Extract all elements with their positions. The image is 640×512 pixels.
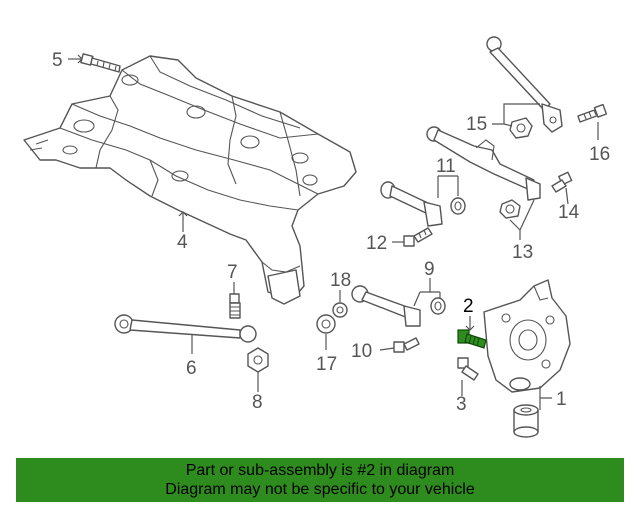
part-11-toe-link-drawing (426, 126, 541, 219)
callout-11[interactable]: 11 (436, 156, 456, 177)
part-3-bolt-drawing (457, 357, 479, 381)
callout-12[interactable]: 12 (366, 233, 387, 254)
callout-18[interactable]: 18 (330, 270, 351, 291)
part-5-bolt-drawing (80, 53, 121, 73)
callout-8[interactable]: 8 (252, 392, 263, 413)
callout-7[interactable]: 7 (227, 262, 238, 283)
part-6-trailing-link-drawing (114, 314, 257, 343)
callout-5[interactable]: 5 (52, 50, 63, 71)
part-8-nut-drawing (247, 347, 269, 373)
part-12-bolt-drawing (403, 227, 433, 247)
rear-knuckle-drawing (483, 279, 571, 393)
part-1-bushing-drawing (513, 404, 539, 438)
rear-subframe-drawing (23, 55, 357, 305)
leader-lines (68, 54, 599, 410)
part-2-bolt-highlighted[interactable] (457, 329, 487, 349)
callout-16[interactable]: 16 (589, 144, 610, 165)
callout-4[interactable]: 4 (177, 232, 188, 253)
callout-17[interactable]: 17 (316, 354, 337, 375)
part-18-washer-drawing (332, 302, 348, 318)
callout-6[interactable]: 6 (186, 358, 197, 379)
part-info-banner: Part or sub-assembly is #2 in diagram Di… (16, 458, 624, 502)
callout-14[interactable]: 14 (558, 202, 580, 223)
callout-10[interactable]: 10 (351, 341, 372, 362)
callout-13[interactable]: 13 (512, 242, 533, 263)
callout-3[interactable]: 3 (456, 394, 467, 415)
callout-1[interactable]: 1 (556, 389, 567, 410)
part-10-bolt-drawing (393, 337, 420, 353)
part-14-bolt-drawing (551, 171, 573, 193)
part-7-bolt-drawing (229, 293, 241, 319)
callout-2-highlighted[interactable]: 2 (463, 296, 474, 317)
part-11-lateral-link-drawing (380, 181, 466, 227)
part-16-bolt-drawing (577, 103, 608, 123)
exploded-parts-diagram: 5 4 15 16 11 13 14 12 9 18 17 10 7 6 8 3… (23, 36, 610, 438)
callout-labels: 5 4 15 16 11 13 14 12 9 18 17 10 7 6 8 3… (52, 50, 610, 415)
banner-line-part-number: Part or sub-assembly is #2 in diagram (185, 462, 455, 479)
part-15-upper-link-drawing (486, 36, 563, 139)
part-17-washer-drawing (316, 314, 336, 334)
callout-9[interactable]: 9 (424, 259, 435, 280)
callout-15[interactable]: 15 (466, 114, 487, 135)
part-9-lower-link-drawing (351, 285, 446, 327)
banner-line-disclaimer: Diagram may not be specific to your vehi… (165, 481, 475, 498)
